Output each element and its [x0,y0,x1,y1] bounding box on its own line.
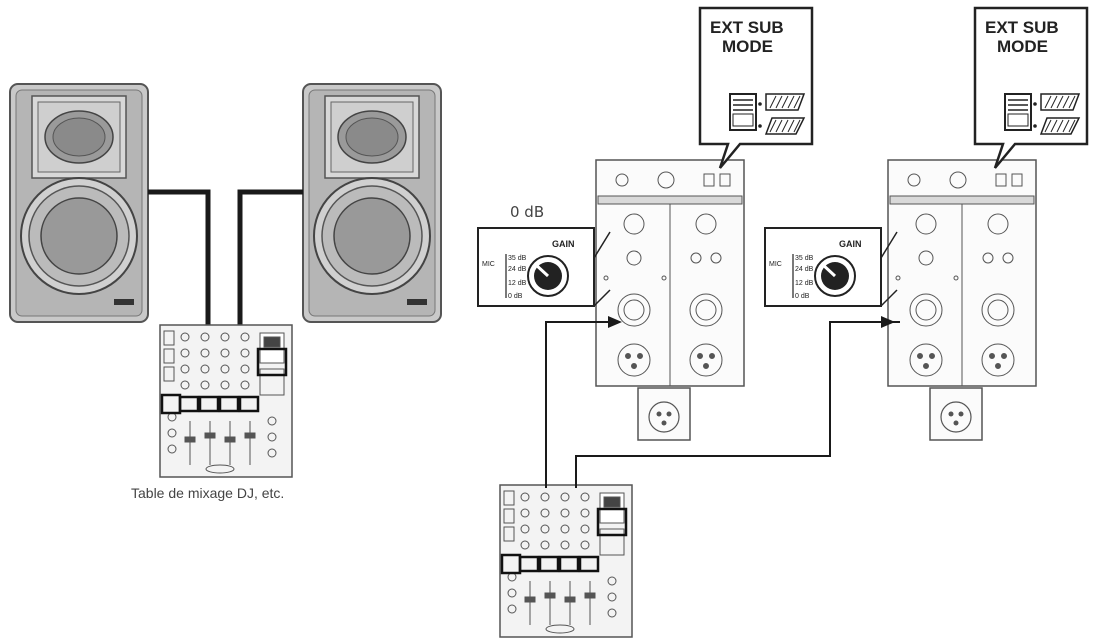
speaker-panel-2 [887,159,1037,441]
gain-mark-0-1: 0 dB [508,293,523,300]
gain-mark-0-2: 0 dB [795,293,810,300]
gain-mark-24-1: 24 dB [508,266,527,273]
gain-mic-label-2: MIC [769,261,782,268]
gain-title-2: GAIN [839,239,862,249]
callout-1-line1: EXT SUB [710,18,784,37]
speaker-panel-1 [595,159,745,441]
gain-mark-12-1: 12 dB [508,280,527,287]
gain-zoom-leaders [593,231,898,307]
gain-mark-24-2: 24 dB [795,266,814,273]
zero-db-label: 0 dB [510,203,545,221]
callout-2-text: EXT SUB MODE [985,18,1059,56]
input-cables [545,321,900,488]
callout-1-text: EXT SUB MODE [710,18,784,56]
gain-title-1: GAIN [552,239,575,249]
speaker-cables [148,189,303,330]
speaker-right [302,83,442,323]
dj-mixer-bottom [498,483,634,639]
gain-mark-12-2: 12 dB [795,280,814,287]
callout-2-line1: EXT SUB [985,18,1059,37]
gain-zoom-1 [476,226,596,308]
cable-arrows [608,316,895,328]
dj-mixer-left [158,323,294,479]
mixer-caption: Table de mixage DJ, etc. [131,485,285,501]
gain-zoom-2 [763,226,883,308]
callout-2-line2: MODE [997,37,1048,56]
gain-mark-35-1: 35 dB [508,255,527,262]
callout-1-line2: MODE [722,37,773,56]
gain-mic-label-1: MIC [482,261,495,268]
gain-mark-35-2: 35 dB [795,255,814,262]
speaker-left [9,83,149,323]
